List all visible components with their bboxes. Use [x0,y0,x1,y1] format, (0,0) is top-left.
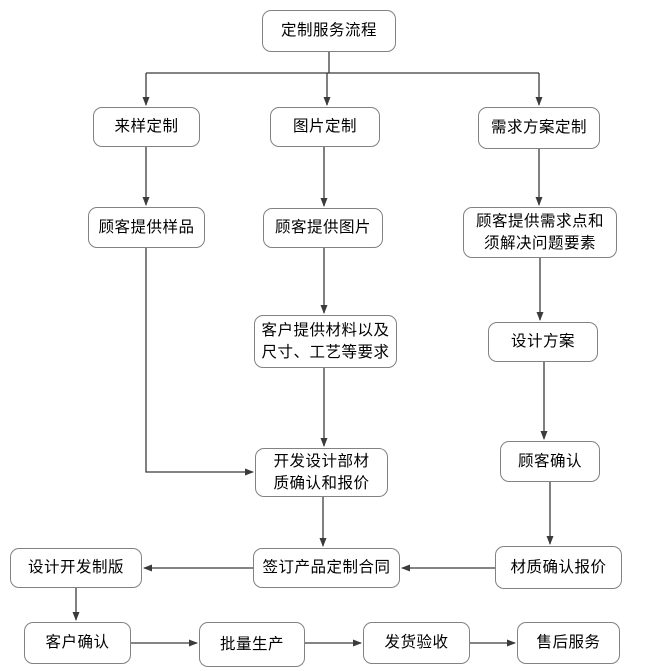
node-customer-sample: 顾客提供样品 [88,207,205,248]
edge-customer-sample-to-dev-confirm [145,248,254,476]
node-label: 材质确认报价 [510,558,607,576]
node-mass-production: 批量生产 [199,622,305,667]
node-start: 定制服务流程 [262,10,396,52]
node-label: 顾客提供样品 [98,218,195,236]
node-label: 顾客提供图片 [274,219,371,236]
node-picture-custom: 图片定制 [270,107,380,147]
node-label: 定制服务流程 [280,22,377,39]
node-label: 需求方案定制 [490,119,587,136]
node-design-platemaking: 设计开发制版 [10,548,142,588]
node-customer-materials: 客户提供材料以及尺寸、工艺等要求 [254,315,397,368]
node-label: 售后服务 [536,634,601,651]
node-label: 发货验收 [384,634,449,651]
node-label: 设计开发制版 [27,559,124,576]
node-sample-custom: 来样定制 [93,107,200,147]
node-label: 来样定制 [114,118,179,135]
edges-group [72,52,554,647]
node-delivery-acceptance: 发货验收 [363,622,470,664]
node-label: 签订产品定制合同 [262,559,391,576]
node-label: 客户确认 [45,634,110,651]
node-after-sale: 售后服务 [517,622,620,664]
node-plan-custom: 需求方案定制 [478,107,600,149]
node-sign-contract: 签订产品定制合同 [253,548,400,588]
node-material-quote: 材质确认报价 [495,546,622,589]
node-dev-confirm-quote: 开发设计部材质确认和报价 [255,448,388,497]
node-customer-requirements: 顾客提供需求点和须解决问题要素 [463,207,617,258]
node-customer-picture: 顾客提供图片 [263,208,383,248]
node-label: 批量生产 [219,635,284,653]
node-label: 质确认和报价 [273,474,370,492]
node-label: 客户提供材料以及 [261,321,390,339]
node-label: 顾客确认 [517,452,582,470]
node-label: 开发设计部材 [273,452,370,470]
node-label: 顾客提供需求点和 [475,212,604,230]
node-customer-confirm: 顾客确认 [500,441,600,482]
node-label: 图片定制 [292,118,357,135]
node-design-plan: 设计方案 [488,322,598,362]
node-label: 设计方案 [510,333,575,350]
node-client-confirm: 客户确认 [24,622,131,664]
node-label: 尺寸、工艺等要求 [261,343,390,361]
node-label: 须解决问题要素 [483,234,596,252]
